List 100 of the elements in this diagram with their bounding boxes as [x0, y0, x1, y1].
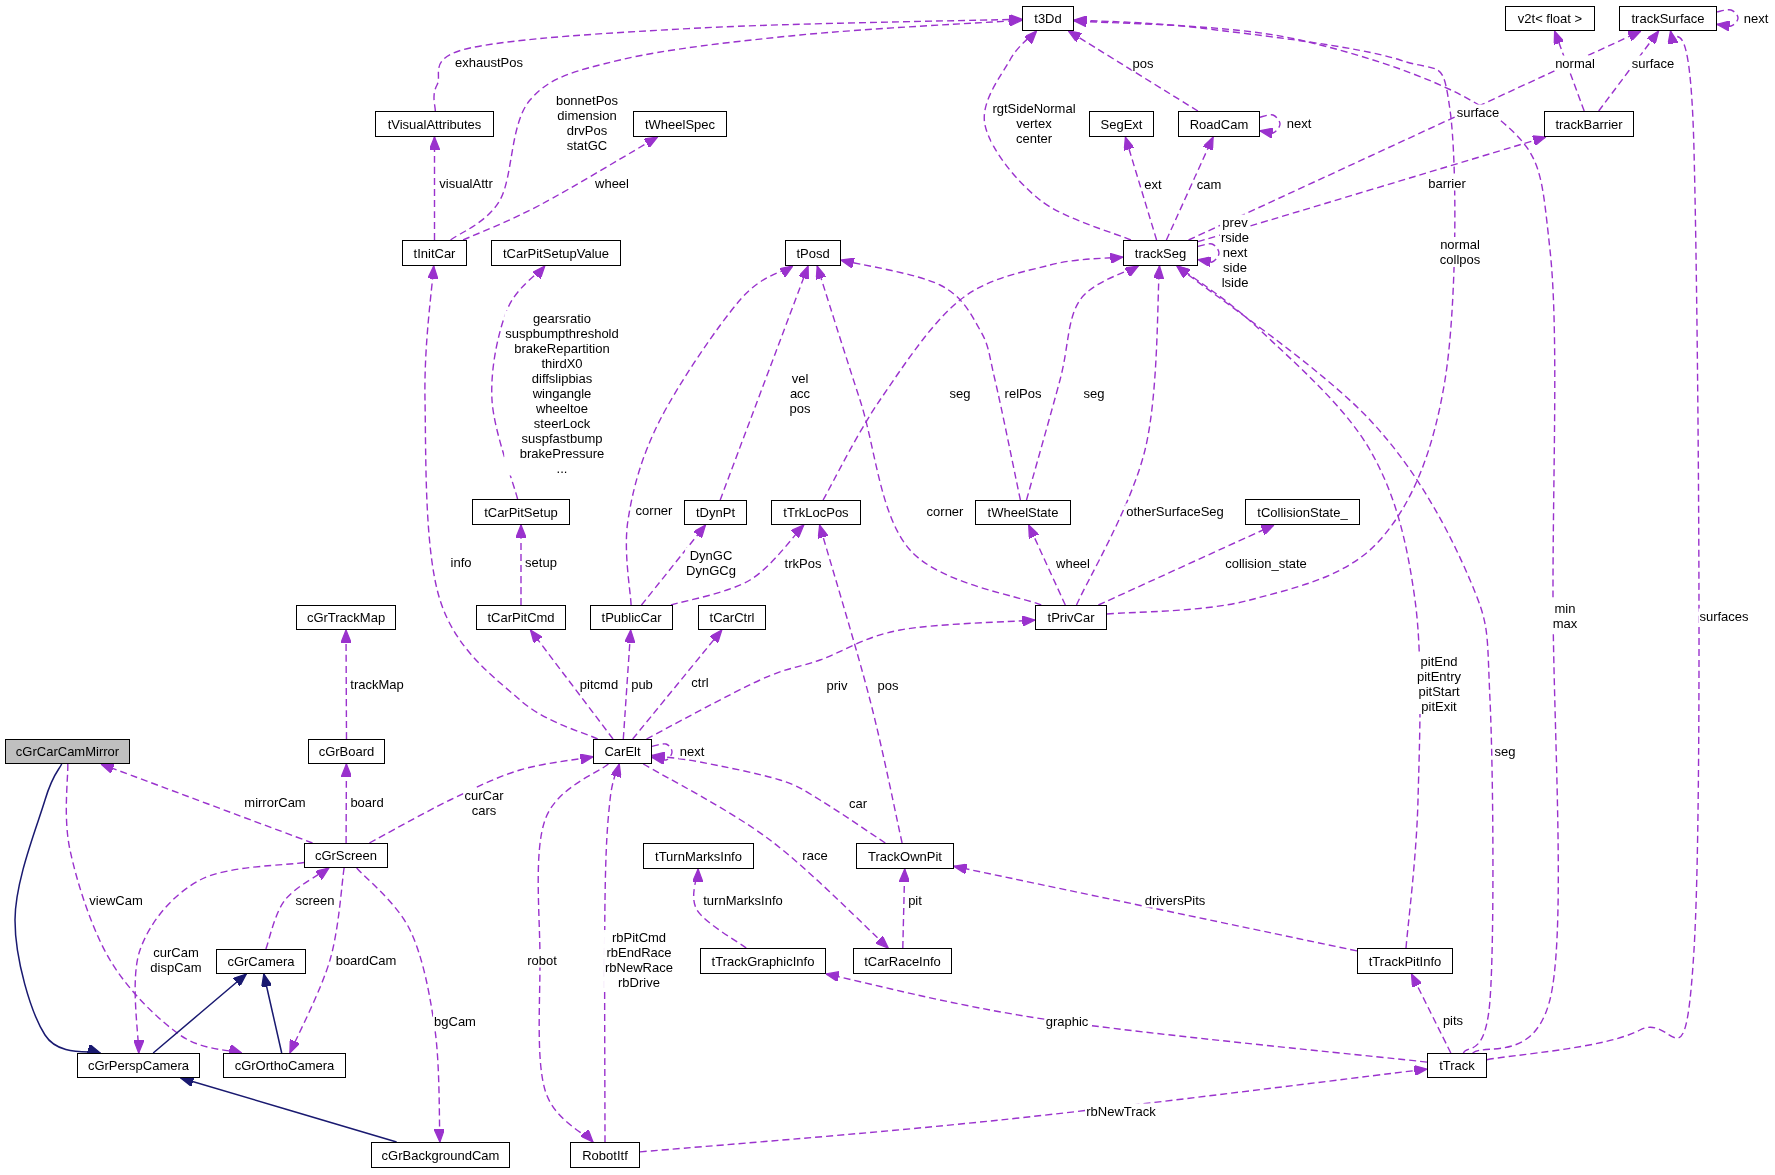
dashed-arrow — [491, 265, 546, 500]
dashed-arrow — [1716, 9, 1739, 32]
dashed-arrow — [815, 265, 1042, 606]
class-box: cGrCarCamMirror — [5, 739, 130, 764]
dashed-arrow — [132, 861, 305, 1054]
class-box: RobotItf — [570, 1142, 640, 1168]
class-box: tTrackPitInfo — [1357, 948, 1453, 974]
class-box: tWheelSpec — [633, 111, 727, 137]
dashed-arrow — [1410, 973, 1452, 1054]
dashed-arrow — [1176, 265, 1494, 1054]
dashed-arrow — [1598, 30, 1660, 112]
class-box: tCollisionState_ — [1245, 499, 1360, 525]
dashed-arrow — [632, 629, 723, 740]
class-box: tWheelState — [975, 500, 1071, 525]
dashed-arrow — [1025, 265, 1139, 501]
dashed-arrow — [265, 867, 330, 950]
dashed-arrow — [537, 763, 610, 1143]
dashed-arrow — [691, 868, 747, 949]
edge-label: curCam dispCam — [149, 945, 203, 975]
class-box: trackBarrier — [1544, 111, 1634, 137]
class-box: tTrackGraphicInfo — [700, 948, 826, 974]
dashed-arrow — [1197, 243, 1220, 268]
class-box: cGrCamera — [216, 949, 306, 974]
class-box: tCarCtrl — [698, 605, 766, 630]
dashed-arrow — [625, 265, 794, 606]
class-box: tTurnMarksInfo — [643, 843, 754, 869]
arrow — [261, 973, 283, 1054]
class-box: tCarPitSetupValue — [491, 240, 621, 266]
edge-label: normal collpos — [1438, 237, 1482, 267]
class-box: tVisualAttributes — [375, 111, 494, 137]
dashed-arrow — [1123, 136, 1158, 241]
edge-label: rbPitCmd rbEndRace rbNewRace rbDrive — [604, 930, 674, 990]
dashed-arrow — [356, 867, 446, 1143]
edge-label: otherSurfaceSeg — [1125, 503, 1225, 519]
dashed-arrow — [651, 751, 886, 844]
edge-label: bonnetPos dimension drvPos statGC — [554, 93, 620, 153]
edge-label: DynGC DynGCg — [685, 548, 737, 578]
class-box: cGrTrackMap — [296, 605, 396, 630]
edge-label: surface — [1630, 55, 1676, 71]
dashed-arrow — [953, 863, 1358, 952]
class-box: cGrOrthoCamera — [223, 1053, 346, 1078]
edge-label: bgCam — [433, 1013, 477, 1029]
dashed-arrow — [840, 257, 1022, 501]
class-box: SegExt — [1089, 111, 1154, 137]
dashed-arrow — [100, 763, 314, 844]
class-box: TrackOwnPit — [856, 843, 954, 869]
edge-label: pitEnd pitEntry pitStart pitExit — [1415, 654, 1463, 714]
dashed-arrow — [1067, 30, 1199, 112]
class-box: cGrBackgroundCam — [371, 1142, 510, 1168]
dashed-arrow — [428, 136, 441, 241]
class-box: tCarRaceInfo — [853, 948, 952, 974]
edge-label: gearsratio suspbumpthreshold brakeRepartition thirdX0 diffslipbias wingangle wheeltoe steerLock suspfastbump brakePressure ... — [504, 310, 620, 476]
edge-label: normal — [1554, 55, 1596, 71]
dashed-arrow — [825, 971, 1428, 1063]
dashed-arrow — [433, 13, 1023, 112]
class-box: tPosd — [785, 240, 841, 266]
dashed-arrow — [817, 524, 903, 844]
dashed-arrow — [822, 252, 1124, 501]
class-box: tPublicCar — [590, 605, 673, 630]
arrow — [179, 1076, 398, 1143]
dashed-arrow — [622, 629, 636, 740]
class-box: RoadCam — [1178, 111, 1260, 137]
class-box: tDynPt — [684, 500, 747, 525]
dashed-arrow — [1075, 265, 1165, 606]
dashed-arrow — [1197, 135, 1547, 243]
class-box: cGrPerspCamera — [77, 1053, 200, 1078]
dashed-arrow — [340, 763, 352, 844]
class-box: tInitCar — [402, 240, 467, 266]
dashed-arrow — [719, 265, 809, 501]
dashed-arrow — [639, 1065, 1428, 1153]
class-box: tPrivCar — [1035, 605, 1107, 630]
dashed-arrow — [1073, 15, 1456, 615]
class-box: tTrkLocPos — [771, 500, 861, 525]
edge-label: surface — [1455, 104, 1501, 120]
dashed-arrow — [1073, 15, 1559, 1054]
class-box: cGrScreen — [304, 843, 388, 868]
dashed-arrow — [645, 615, 1036, 740]
edge-label: barrier — [1427, 175, 1467, 191]
edge-label: robot — [526, 952, 558, 968]
dashed-arrow — [340, 629, 352, 740]
dashed-arrow — [462, 136, 659, 241]
edge-label: curCar cars — [463, 788, 505, 818]
dashed-arrow — [1028, 524, 1066, 606]
class-box: tCarPitSetup — [472, 499, 570, 525]
dashed-arrow — [529, 629, 614, 740]
dashed-arrow — [1259, 114, 1281, 140]
dashed-arrow — [1187, 30, 1642, 241]
dashed-arrow — [983, 30, 1132, 241]
dashed-arrow — [1097, 524, 1275, 606]
class-box: tTrack — [1427, 1053, 1487, 1078]
dashed-arrow — [424, 265, 599, 740]
dashed-arrow — [1553, 30, 1585, 112]
class-box: tCarPitCmd — [476, 605, 566, 630]
class-box: trackSeg — [1123, 240, 1198, 266]
dashed-arrow — [289, 867, 345, 1054]
edge-label: rbNewTrack — [1085, 1103, 1157, 1119]
dashed-arrow — [898, 868, 911, 949]
dashed-arrow — [1486, 30, 1700, 1061]
edge-label: surfaces — [1698, 608, 1750, 624]
arrow — [152, 973, 248, 1054]
